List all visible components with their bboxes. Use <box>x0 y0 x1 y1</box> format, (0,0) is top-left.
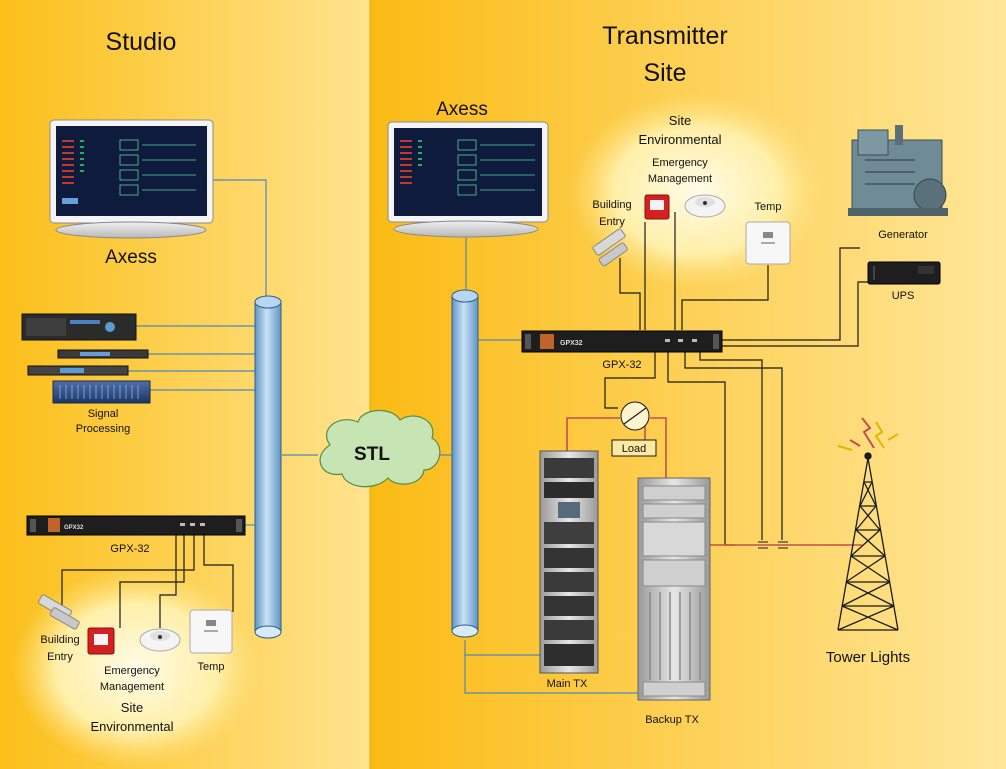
tx-site-env-label-1: Site <box>669 113 691 128</box>
transmitter-title-1: Transmitter <box>602 22 727 50</box>
tx-emergency-button <box>644 194 670 220</box>
ups <box>867 261 941 285</box>
tx-temp-label: Temp <box>755 201 782 213</box>
transmitter-gpx32-unit: GPX32 <box>521 330 723 353</box>
transmitter-gpx32-label: GPX-32 <box>602 359 641 371</box>
load-label: Load <box>622 443 646 455</box>
studio-emergency-label-1: Emergency <box>104 665 160 677</box>
tx-emergency-label-1: Emergency <box>652 157 708 169</box>
studio-gpx32-brand: GPX32 <box>64 525 84 531</box>
tx-smoke-detector <box>684 194 726 218</box>
transmitter-axess-label: Axess <box>436 99 488 120</box>
generator-label: Generator <box>878 229 928 241</box>
transmitter-gpx32-brand: GPX32 <box>560 340 583 347</box>
studio-bus-pipe <box>254 295 282 639</box>
transmitter-title-2: Site <box>643 59 686 87</box>
studio-building-entry-sensor <box>38 594 80 630</box>
stl-label: STL <box>354 444 390 465</box>
rf-switch <box>620 401 650 431</box>
ups-label: UPS <box>892 290 915 302</box>
signal-processing-label-2: Processing <box>76 423 130 435</box>
tx-site-env-label-2: Environmental <box>638 132 721 147</box>
studio-title: Studio <box>106 28 177 56</box>
studio-processor-4 <box>52 380 151 404</box>
tower <box>837 452 899 631</box>
studio-gpx32-unit: GPX32 <box>26 515 246 536</box>
tx-building-entry-sensor <box>592 228 628 267</box>
signal-processing-label-1: Signal <box>88 408 119 420</box>
studio-gpx32-label: GPX-32 <box>110 543 149 555</box>
studio-site-env-label-1: Site <box>121 700 143 715</box>
studio-processor-1 <box>21 313 137 341</box>
studio-site-env-label-2: Environmental <box>90 719 173 734</box>
tx-building-entry-label-1: Building <box>592 199 631 211</box>
studio-building-entry-label-1: Building <box>40 634 79 646</box>
main-tx-rack <box>539 450 599 674</box>
stl-cloud: STL <box>319 409 441 488</box>
tower-lights-label: Tower Lights <box>826 649 910 666</box>
studio-processor-2 <box>57 349 149 359</box>
tx-temp-sensor <box>745 221 791 265</box>
studio-emergency-button <box>87 627 115 655</box>
studio-temp-sensor <box>189 609 233 654</box>
studio-axess-label: Axess <box>105 247 157 268</box>
studio-building-entry-label-2: Entry <box>47 651 73 663</box>
studio-processor-3 <box>27 365 129 376</box>
generator <box>848 125 948 216</box>
studio-temp-label: Temp <box>198 661 225 673</box>
tower-light-bolt-icon <box>837 417 899 451</box>
studio-emergency-label-2: Management <box>100 681 164 693</box>
backup-tx-rack <box>637 477 711 701</box>
load-box: Load <box>611 439 657 457</box>
tx-emergency-label-2: Management <box>648 173 712 185</box>
transmitter-bus-pipe <box>451 289 479 638</box>
studio-axess-monitor <box>49 119 214 239</box>
transmitter-axess-monitor <box>387 121 549 238</box>
coax-connectors <box>758 541 788 549</box>
tx-building-entry-label-2: Entry <box>599 216 625 228</box>
backup-tx-label: Backup TX <box>645 714 699 726</box>
studio-smoke-detector <box>139 628 181 652</box>
main-tx-label: Main TX <box>547 678 588 690</box>
